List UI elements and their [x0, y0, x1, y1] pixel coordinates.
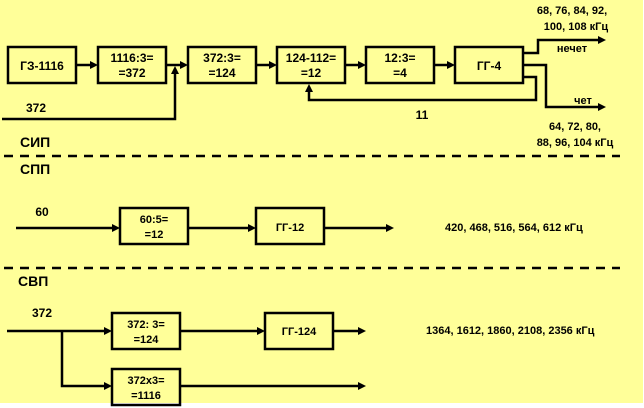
output-even-freqs-line2: 88, 96, 104 кГц: [537, 137, 614, 149]
output-even-freqs-line1: 64, 72, 80,: [549, 121, 601, 133]
block-sub-124-line2: =12: [301, 66, 322, 80]
block-gg-4-label: ГГ-4: [477, 59, 502, 73]
arrow-head: [104, 327, 112, 335]
arrow-head: [358, 327, 366, 335]
svp-output-freqs: 1364, 1612, 1860, 2108, 2356 кГц: [426, 325, 595, 337]
block-mult-372-line2: =1116: [131, 390, 161, 402]
arrow-head: [598, 36, 606, 44]
block-div-372-line2: =124: [208, 66, 235, 80]
output-even-label: чет: [574, 95, 592, 107]
block-div-1116-line1: 1116:3=: [110, 51, 153, 65]
arrow-head: [257, 327, 265, 335]
block-mult-372-line1: 372х3=: [127, 375, 164, 387]
block-gg-124-label: ГГ-124: [282, 326, 317, 338]
block-gg-12-label: ГГ-12: [276, 222, 304, 234]
input-372-svp-label: 372: [32, 306, 52, 320]
arrow-head: [386, 224, 394, 232]
arrow-head: [90, 61, 98, 69]
section-svp: СВП 372 372: 3= =124 ГГ-124 372х3= =1116…: [7, 273, 595, 407]
block-div-372-line1: 372:3=: [203, 51, 241, 65]
block-div-372-svp-line2: =124: [134, 334, 160, 346]
block-div-60-line1: 60:5=: [140, 214, 168, 226]
arrow-head: [598, 103, 606, 111]
section-sip: ГЗ-1116 1116:3= =372 372:3= =124 124-112…: [2, 5, 614, 150]
arrow-head: [269, 61, 277, 69]
wire-output-odd: [523, 38, 598, 55]
arrow-head: [305, 84, 313, 92]
block-div-1116-line2: =372: [118, 66, 145, 80]
arrow-head: [112, 224, 120, 232]
arrow-head: [171, 66, 179, 74]
arrow-head: [248, 224, 256, 232]
wire-input-372: [2, 73, 177, 121]
output-odd-freqs-line2: 100, 108 кГц: [544, 21, 609, 33]
section-spp: СПП 60 60:5= =12 ГГ-12 420, 468, 516, 56…: [16, 161, 583, 246]
wire-feedback-11: [307, 75, 538, 102]
block-sub-124-line1: 124-112=: [286, 51, 336, 65]
block-div-12-line2: =4: [393, 66, 407, 80]
section-svp-label: СВП: [18, 273, 48, 289]
arrow-head: [358, 61, 366, 69]
block-gg-12: [254, 206, 326, 246]
block-div-60-line2: =12: [145, 229, 164, 241]
section-spp-label: СПП: [20, 161, 50, 177]
output-odd-freqs-line1: 68, 76, 84, 92,: [537, 5, 607, 17]
block-div-12-line1: 12:3=: [384, 51, 415, 65]
block-div-60: [118, 206, 190, 246]
arrow-head: [104, 382, 112, 390]
input-60-label: 60: [35, 205, 49, 219]
block-gz-1116-label: ГЗ-1116: [20, 59, 64, 73]
output-odd-label: нечет: [557, 43, 588, 55]
arrow-head: [358, 382, 366, 390]
input-372-label: 372: [26, 101, 46, 115]
block-div-372-svp-line1: 372: 3=: [127, 319, 165, 331]
section-sip-label: СИП: [20, 134, 50, 150]
spp-output-freqs: 420, 468, 516, 564, 612 кГц: [445, 222, 583, 234]
arrow-head: [180, 61, 188, 69]
wire-output-even: [523, 63, 598, 109]
arrow-head: [447, 61, 455, 69]
wire-branch-mult: [60, 331, 105, 388]
feedback-11-label: 11: [416, 108, 429, 122]
